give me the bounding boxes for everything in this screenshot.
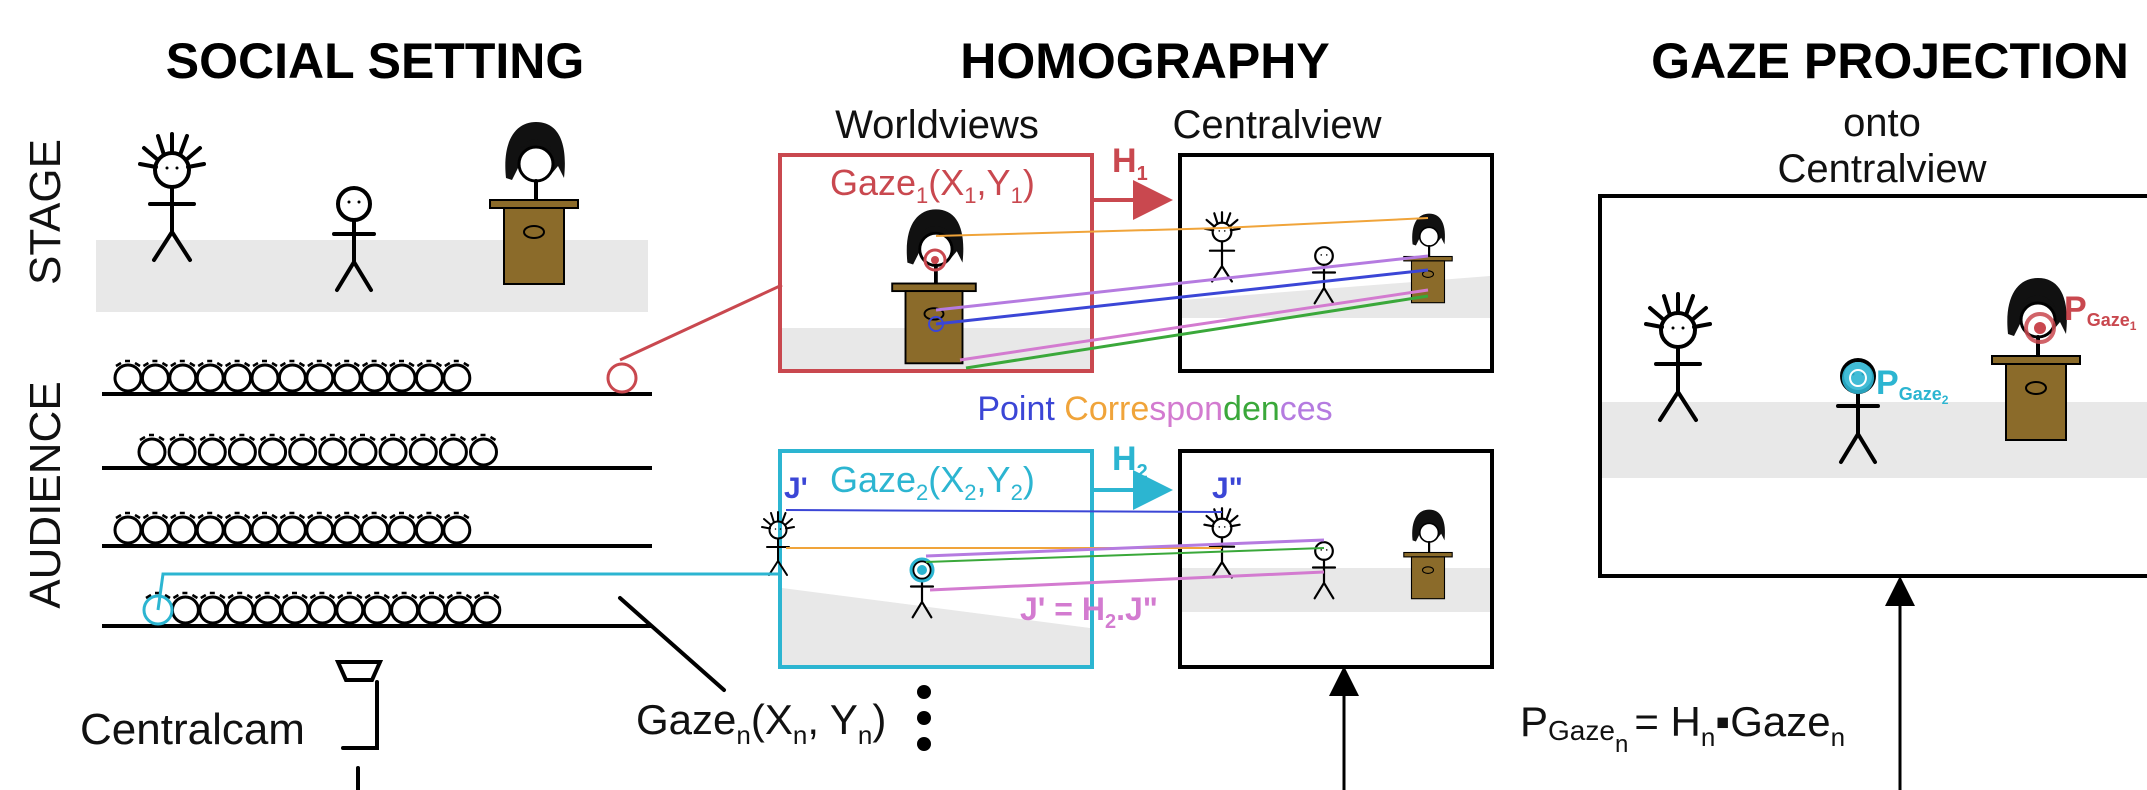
j-prime-label: J' bbox=[784, 472, 808, 505]
audience-member bbox=[360, 359, 390, 393]
audience-member bbox=[417, 591, 447, 625]
p-gaze1-label: PGaze1 bbox=[2064, 290, 2137, 333]
gaze-projection-panel: onto Centralview PGaze1 PGaze2 PGazen= H… bbox=[1520, 101, 2147, 790]
audience-member bbox=[305, 511, 335, 545]
audience-rows bbox=[102, 359, 652, 628]
audience-member bbox=[318, 433, 348, 467]
audience-member bbox=[113, 511, 143, 545]
audience-member bbox=[168, 511, 198, 545]
audience-member bbox=[348, 433, 378, 467]
gaze1-label: Gaze1(X1,Y1) bbox=[830, 162, 1035, 208]
audience-member bbox=[170, 591, 200, 625]
audience-member bbox=[332, 511, 362, 545]
audience-member bbox=[253, 591, 283, 625]
audience-member bbox=[444, 591, 474, 625]
audience-member bbox=[198, 591, 228, 625]
gaze-point-1-marker bbox=[2024, 312, 2056, 344]
audience-member bbox=[438, 433, 468, 467]
audience-member bbox=[360, 511, 390, 545]
audience-member bbox=[332, 359, 362, 393]
p-gaze2-label: PGaze2 bbox=[1876, 364, 1949, 407]
audience-member bbox=[414, 359, 444, 393]
audience-member bbox=[258, 433, 288, 467]
centralview-label: Centralview bbox=[1173, 103, 1382, 147]
worldviews-label: Worldviews bbox=[835, 103, 1039, 147]
audience-member bbox=[223, 511, 253, 545]
worldview-2: Gaze2(X2,Y2) J' bbox=[761, 449, 1094, 669]
audience-member bbox=[414, 511, 444, 545]
stage-floor bbox=[96, 240, 648, 312]
audience-member bbox=[408, 433, 438, 467]
audience-member bbox=[250, 359, 280, 393]
header-gaze-projection: GAZE PROJECTION bbox=[1651, 33, 2129, 89]
gaze-point-2-marker bbox=[1842, 362, 1874, 394]
h1-label: H1 bbox=[1112, 142, 1148, 185]
centralview-2: J" bbox=[1178, 449, 1494, 669]
onto-centralview-label: Centralview bbox=[1778, 147, 1987, 191]
audience-member bbox=[442, 359, 472, 393]
audience-member bbox=[335, 591, 365, 625]
audience-member bbox=[195, 511, 225, 545]
audience-member bbox=[378, 433, 408, 467]
header-homography: HOMOGRAPHY bbox=[960, 33, 1329, 89]
audience-member bbox=[305, 359, 335, 393]
j-equation-label: J' = H2.J" bbox=[1020, 591, 1158, 633]
onto-label: onto bbox=[1843, 101, 1921, 145]
audience-member bbox=[168, 359, 198, 393]
audience-member bbox=[387, 511, 417, 545]
ellipsis-dots bbox=[917, 685, 931, 751]
audience-member bbox=[223, 359, 253, 393]
audience-member bbox=[140, 359, 170, 393]
audience-member bbox=[288, 433, 318, 467]
audience-member bbox=[307, 591, 337, 625]
gaze2-label: Gaze2(X2,Y2) bbox=[830, 459, 1035, 505]
social-setting-panel: STAGE AUDIENCE Centralcam bbox=[21, 120, 652, 790]
audience-member bbox=[167, 433, 197, 467]
audience-member bbox=[227, 433, 257, 467]
audience-member bbox=[225, 591, 255, 625]
worldview-1: Gaze1(X1,Y1) bbox=[778, 153, 1094, 373]
audience-member bbox=[113, 359, 143, 393]
connector-cyan bbox=[156, 572, 782, 611]
centralview-1 bbox=[1178, 153, 1494, 373]
header-social-setting: SOCIAL SETTING bbox=[166, 33, 585, 89]
centralcam-icon bbox=[334, 660, 384, 790]
connector-gazen bbox=[618, 596, 726, 692]
audience-member bbox=[442, 511, 472, 545]
correspondence-lines-2 bbox=[785, 509, 1325, 592]
projection-formula: PGazen= Hn▪Gazen bbox=[1520, 698, 1845, 758]
audience-member bbox=[137, 433, 167, 467]
centralcam-label: Centralcam bbox=[80, 705, 305, 754]
audience-member bbox=[362, 591, 392, 625]
stage-speaker-podium bbox=[488, 120, 580, 286]
j-double-prime-label: J" bbox=[1212, 472, 1243, 505]
audience-label: AUDIENCE bbox=[21, 381, 70, 608]
correspondence-lines-1 bbox=[928, 217, 1429, 370]
highlighted-audience-member bbox=[606, 362, 638, 394]
homography-panel: Worldviews Centralview Gaze1(X1,Y1) H1 bbox=[156, 103, 1494, 790]
audience-member bbox=[250, 511, 280, 545]
audience-member bbox=[277, 359, 307, 393]
audience-member bbox=[197, 433, 227, 467]
point-correspondences-label: Point Correspondences bbox=[977, 390, 1332, 428]
h2-label: H2 bbox=[1112, 440, 1148, 483]
audience-member bbox=[195, 359, 225, 393]
audience-member bbox=[280, 591, 310, 625]
audience-member bbox=[472, 591, 502, 625]
stage-label: STAGE bbox=[21, 139, 70, 285]
audience-member bbox=[277, 511, 307, 545]
audience-member bbox=[387, 359, 417, 393]
connector-red bbox=[619, 283, 783, 362]
audience-member bbox=[140, 511, 170, 545]
gazen-label: Gazen(Xn, Yn) bbox=[636, 696, 886, 750]
audience-member bbox=[469, 433, 498, 467]
audience-member bbox=[390, 591, 420, 625]
